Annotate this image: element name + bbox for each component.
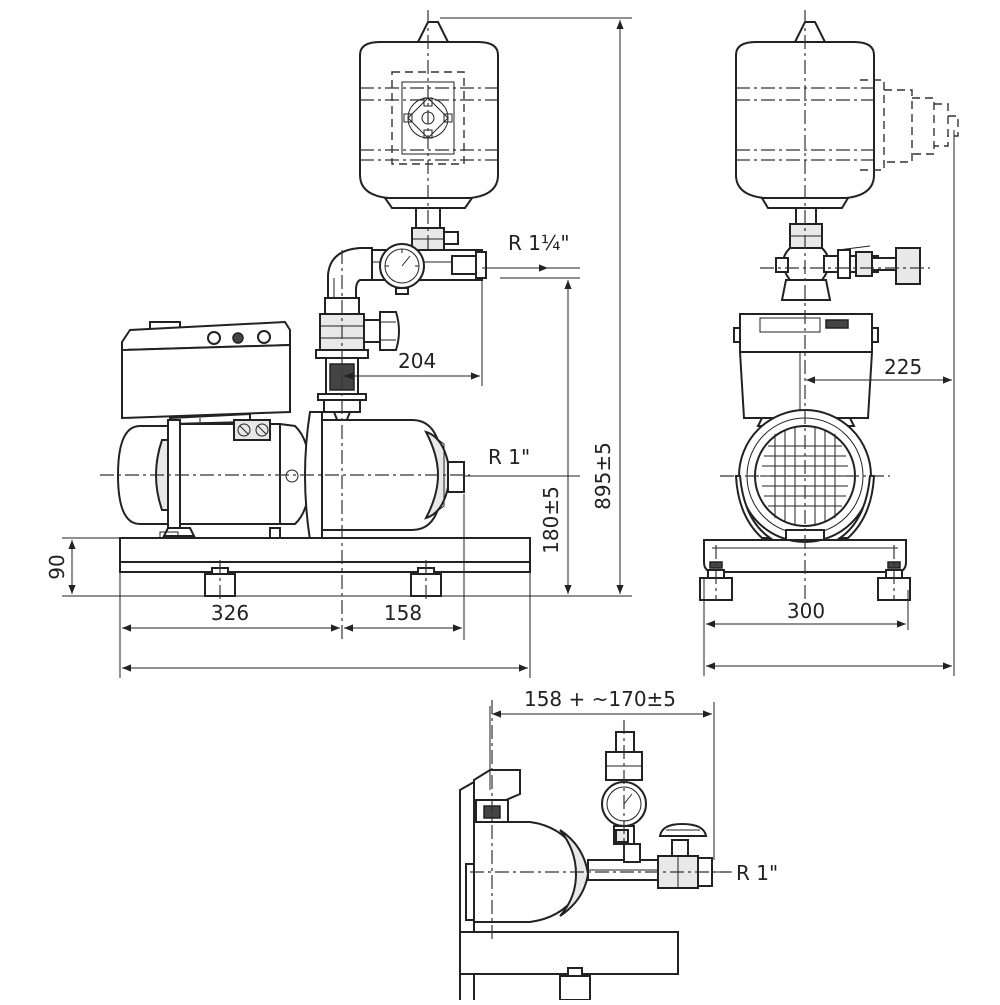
- side-dimensions: [703, 130, 955, 676]
- side-offset-label: 225: [884, 355, 922, 379]
- front-pressure-vessel: [359, 21, 499, 209]
- side-pressure-vessel: [735, 21, 959, 209]
- front-control-box: [121, 320, 291, 426]
- side-control-box: [733, 313, 879, 419]
- top-dimensions: [489, 702, 732, 873]
- side-view: 225 300: [699, 10, 959, 676]
- inlet-thread-label: R 1": [488, 445, 530, 469]
- base-to-center-label: 326: [211, 601, 249, 625]
- front-base: [119, 531, 531, 597]
- top-pump-outline: [459, 769, 679, 1001]
- side-fittings: [775, 207, 921, 301]
- base-height-label: 90: [45, 554, 69, 579]
- top-view-thread-label: R 1": [736, 861, 778, 885]
- inlet-height-label: 180±5: [539, 486, 563, 554]
- front-pump-body: [304, 411, 465, 541]
- top-fittings: [587, 731, 713, 889]
- front-dimensions: [62, 17, 632, 678]
- total-height-label: 895±5: [591, 442, 615, 510]
- outlet-thread-label: R 1¼": [508, 231, 570, 255]
- top-view: 158 + ~170±5 R 1": [459, 687, 778, 1001]
- outlet-offset-label: 204: [398, 349, 436, 373]
- front-fittings: [315, 207, 487, 423]
- top-view-width-label: 158 + ~170±5: [524, 687, 676, 711]
- center-to-inlet-label: 158: [384, 601, 422, 625]
- front-view: R 1¼" R 1" 204 895±5 180±5 90 326 158: [45, 10, 632, 678]
- front-motor: [116, 419, 312, 541]
- foot-spacing-label: 300: [787, 599, 825, 623]
